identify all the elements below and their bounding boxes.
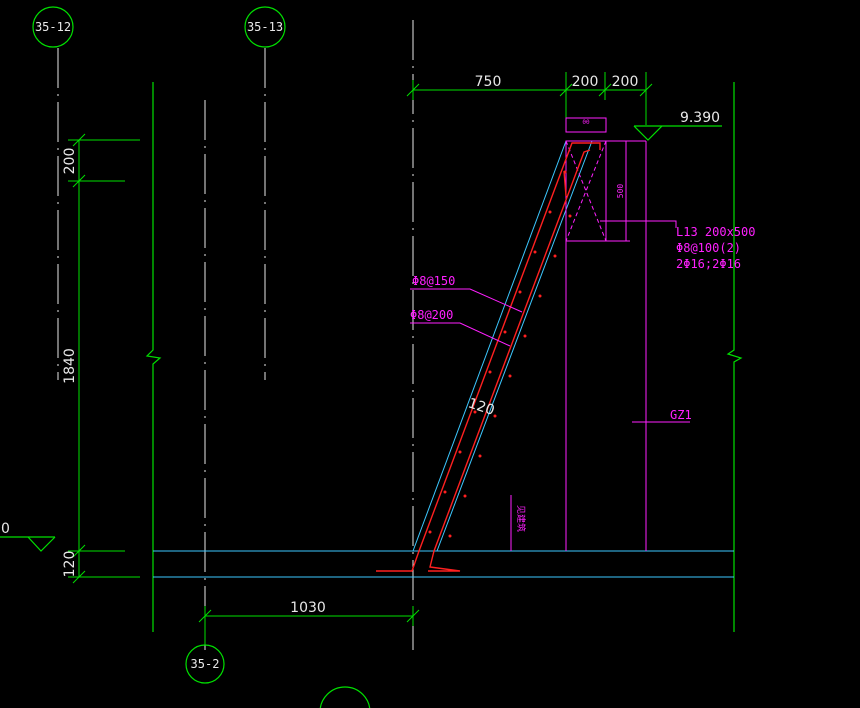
beam-label-line2: Φ8@100(2) xyxy=(676,241,741,255)
break-line-right xyxy=(726,82,743,632)
beam-small-dim: 00 xyxy=(582,119,590,126)
grid-bubble-partial xyxy=(319,686,371,708)
vertical-note: 见建筑 xyxy=(515,505,527,532)
beam-dim-500: 500 xyxy=(616,184,625,199)
elevation-top-value: 9.390 xyxy=(680,110,720,126)
axis-lines xyxy=(57,20,414,650)
dim-top-750: 750 xyxy=(475,74,502,90)
rebar-leaders xyxy=(410,288,523,347)
beam-label-line1: L13 200x500 xyxy=(676,225,755,239)
grid-bubble-35-12: 35-12 xyxy=(32,6,74,48)
left-dimension-chain xyxy=(68,133,140,584)
rebar-dots xyxy=(428,170,572,538)
grid-bubble-label: 35-2 xyxy=(191,657,220,671)
break-lines xyxy=(145,82,743,632)
column-label: GZ1 xyxy=(670,408,692,422)
dim-left-200: 200 xyxy=(62,148,78,175)
beam-l13-section xyxy=(565,117,677,242)
beam-label-line3: 2Φ16;2Φ16 xyxy=(676,257,741,271)
break-line-left xyxy=(145,82,162,632)
floor-slab xyxy=(153,550,734,578)
elevation-mark-top xyxy=(633,125,722,141)
grid-bubble-label: 35-13 xyxy=(247,20,283,34)
elevation-left-partial: 0 xyxy=(1,521,10,537)
grid-bubble-35-13: 35-13 xyxy=(244,6,286,48)
dim-left-1840: 1840 xyxy=(62,348,78,384)
grid-bubble-label: 35-12 xyxy=(35,20,71,34)
bottom-dimension xyxy=(198,606,420,626)
dim-bottom-1030: 1030 xyxy=(290,600,326,616)
top-dimension-chain xyxy=(406,72,653,125)
rebar-label-200: Φ8@200 xyxy=(410,308,453,322)
dim-top-200-b: 200 xyxy=(612,74,639,90)
dim-top-200-a: 200 xyxy=(572,74,599,90)
rebar-label-150: Φ8@150 xyxy=(412,274,455,288)
slab-thickness-label: 120 xyxy=(466,395,496,418)
elevation-mark-left xyxy=(0,536,56,552)
dim-left-120: 120 xyxy=(62,551,78,578)
sloped-slab-rebar xyxy=(376,142,601,572)
